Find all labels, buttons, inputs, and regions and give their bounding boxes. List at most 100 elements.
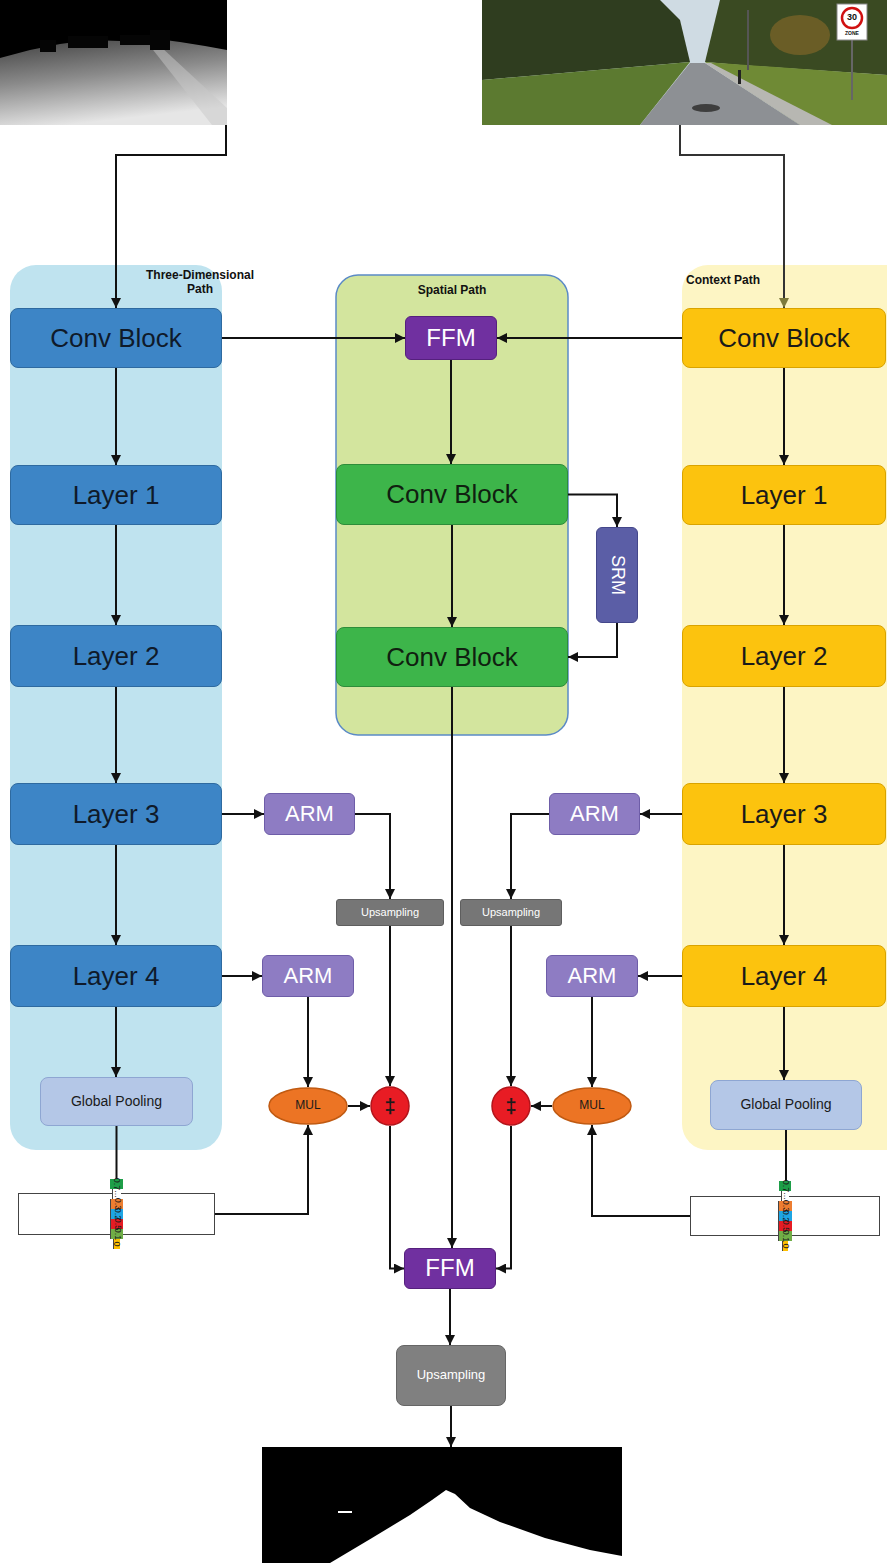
network-block: Layer 1 xyxy=(682,465,886,525)
upsampling-block: Upsampling xyxy=(336,899,444,926)
sign-ring xyxy=(842,8,862,28)
network-block: Layer 1 xyxy=(10,465,222,525)
mul-operator: MUL xyxy=(552,1087,632,1125)
block-label: ARM xyxy=(285,802,334,826)
connector-arrow xyxy=(451,687,453,1248)
connector-arrow xyxy=(390,1126,404,1269)
vector-cell: 0.3 xyxy=(110,1199,124,1209)
block-label: Upsampling xyxy=(361,906,419,918)
block-label: Layer 4 xyxy=(73,962,160,991)
arm-module: ARM xyxy=(264,793,355,835)
connector-arrow xyxy=(215,1125,308,1214)
connector-arrow xyxy=(591,997,593,1087)
operator-shape xyxy=(492,1087,530,1125)
photo-sky xyxy=(482,0,887,125)
global-pooling-block: Global Pooling xyxy=(40,1077,193,1126)
vector-value: 0.1 xyxy=(781,1230,791,1243)
band-fills xyxy=(10,265,887,1150)
network-block: Conv Block xyxy=(336,627,568,687)
vector-value: 0.7 xyxy=(780,1180,790,1193)
network-block: Conv Block xyxy=(10,308,222,368)
block-label: MUL xyxy=(579,1099,604,1112)
connector-arrow xyxy=(783,525,785,625)
block-label: ‡ xyxy=(505,1095,516,1117)
depth-object xyxy=(68,36,108,48)
block-label: FFM xyxy=(426,325,475,351)
vector-cell: 0.5 xyxy=(778,1221,792,1231)
block-label: Conv Block xyxy=(386,643,518,672)
block-label: Global Pooling xyxy=(71,1094,162,1109)
band-heading: Context Path xyxy=(686,273,826,287)
sign-board xyxy=(837,4,867,40)
road-photo xyxy=(482,0,887,125)
band-heading: Three-Dimensional Path xyxy=(138,268,263,297)
band-fill xyxy=(682,265,887,1150)
vector-value: 0 xyxy=(781,1243,791,1248)
vector-cell: 0.3 xyxy=(778,1201,792,1211)
depth-surface xyxy=(0,38,227,125)
ffm-module: FFM xyxy=(404,1248,496,1289)
upsampling-block: Upsampling xyxy=(460,899,562,926)
sign-post xyxy=(851,38,853,100)
network-block: Layer 2 xyxy=(682,625,886,687)
feature-vector: 0.7...0.30.20.50.10 xyxy=(690,1196,880,1236)
network-block: Layer 2 xyxy=(10,625,222,687)
operator-shape xyxy=(269,1088,347,1124)
feature-vector: 0.7...0.30.20.50.10 xyxy=(18,1193,215,1235)
connector-arrow xyxy=(496,1126,511,1269)
vector-cell: 0 xyxy=(113,1239,119,1249)
connector-arrow xyxy=(568,623,617,657)
connector-arrow xyxy=(592,1125,690,1216)
connector-arrow xyxy=(451,525,453,627)
block-label: MUL xyxy=(295,1099,320,1112)
photo-trees xyxy=(705,0,887,75)
block-label: Upsampling xyxy=(417,1368,486,1382)
vector-cell: ... xyxy=(112,1189,121,1199)
srm-module: SRM xyxy=(596,527,638,623)
vector-cell: 0.1 xyxy=(778,1231,792,1241)
depth-ground xyxy=(0,0,227,125)
sign-text: 30 xyxy=(847,13,857,23)
ffm-module: FFM xyxy=(405,316,497,360)
operator-shape xyxy=(553,1088,631,1124)
vector-value: ... xyxy=(112,1190,122,1198)
depth-object xyxy=(40,40,56,52)
mul-operator: MUL xyxy=(268,1087,348,1125)
connector-arrow xyxy=(783,368,785,465)
connector-arrow xyxy=(222,337,405,339)
sum-operator: ‡ xyxy=(491,1086,531,1126)
vector-cell: 0.1 xyxy=(110,1229,124,1239)
connector-arrow xyxy=(510,926,512,1086)
operator-shape xyxy=(371,1087,409,1125)
sign-text: ZONE xyxy=(845,31,859,37)
band-heading: Spatial Path xyxy=(336,283,568,297)
connector-arrow xyxy=(115,687,117,783)
connector-arrow xyxy=(355,814,390,899)
network-block: Layer 3 xyxy=(682,783,886,845)
block-label: ‡ xyxy=(384,1095,395,1117)
block-label: Layer 1 xyxy=(741,481,828,510)
sum-operator: ‡ xyxy=(370,1086,410,1126)
connector-arrow xyxy=(531,1105,552,1107)
photo-foliage xyxy=(770,15,830,55)
arm-module: ARM xyxy=(262,955,354,997)
network-block: Layer 3 xyxy=(10,783,222,845)
mask-speck xyxy=(338,1511,352,1513)
connector-arrow xyxy=(389,926,391,1086)
connector-arrow xyxy=(222,975,262,977)
vector-cell: 0.7 xyxy=(779,1181,792,1191)
vector-cell: ... xyxy=(781,1191,790,1201)
connector-arrow xyxy=(115,368,117,465)
vector-cell: 0.2 xyxy=(110,1209,124,1219)
photo-pole xyxy=(747,10,749,70)
block-label: Conv Block xyxy=(50,324,182,353)
upsampling-block: Upsampling xyxy=(396,1345,506,1406)
network-block: Conv Block xyxy=(336,464,568,525)
photo-curb xyxy=(705,63,832,125)
vector-value: 0.7 xyxy=(112,1178,122,1191)
connector-arrow xyxy=(638,975,682,977)
connector-arrow xyxy=(115,525,117,625)
network-block: Layer 4 xyxy=(10,945,222,1007)
connector-arrow xyxy=(783,845,785,945)
